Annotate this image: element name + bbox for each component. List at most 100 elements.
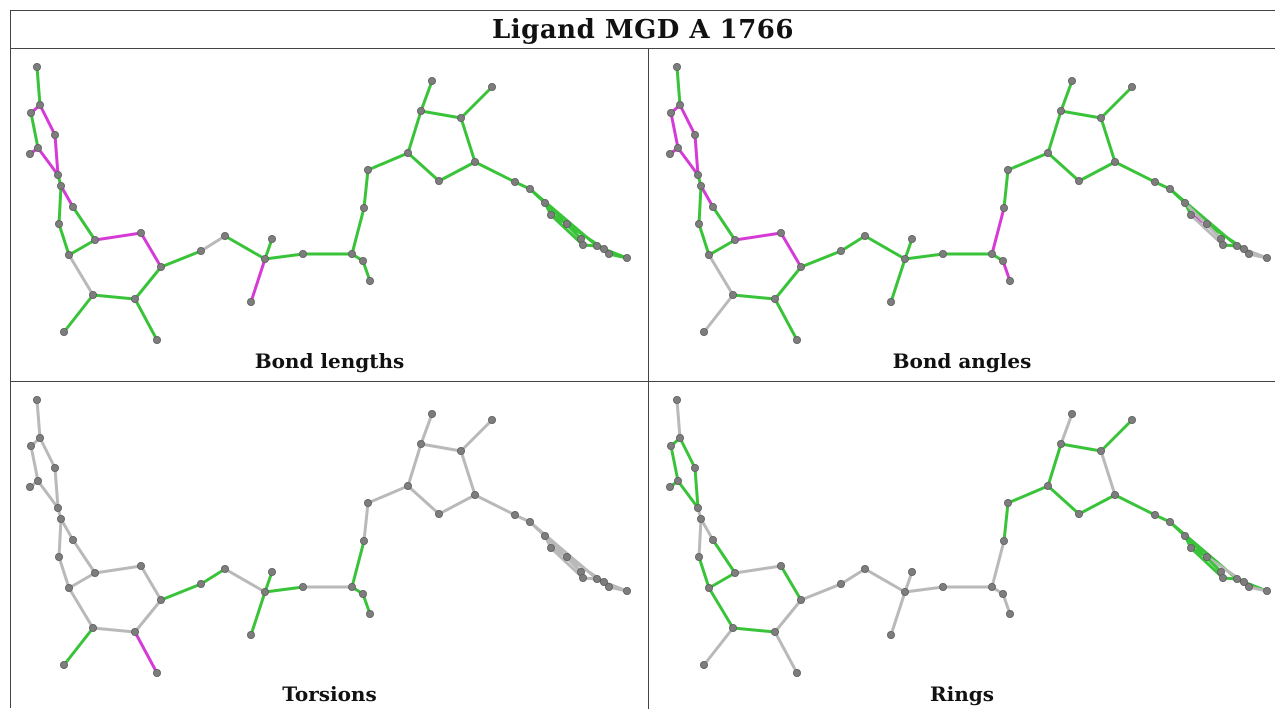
atom (675, 101, 684, 110)
bond-neutral (733, 564, 783, 575)
atom (1181, 198, 1190, 207)
panel-rings: Rings (649, 382, 1275, 709)
atom (434, 509, 443, 518)
atom (1166, 184, 1175, 193)
bond-normal (903, 252, 945, 261)
bond-normal (71, 205, 97, 242)
atom (427, 76, 436, 85)
bond-normal (35, 65, 42, 107)
atom (51, 131, 60, 140)
atom (666, 109, 675, 118)
atom (987, 249, 996, 258)
atom (579, 573, 588, 582)
atom (691, 464, 700, 473)
bond-normal (133, 265, 163, 301)
atom (1233, 241, 1242, 250)
atom (1219, 573, 1228, 582)
atom (260, 587, 269, 596)
atom (260, 254, 269, 263)
bond-normal (1059, 79, 1074, 113)
bond-normal (697, 184, 703, 226)
caption-torsions: Torsions (282, 682, 377, 706)
bond-neutral (1059, 412, 1074, 446)
atom (156, 262, 165, 271)
atom (907, 234, 916, 243)
atom (700, 660, 709, 669)
atom (771, 627, 780, 636)
atom (487, 83, 496, 92)
atom (547, 210, 556, 219)
bond-neutral (437, 493, 477, 516)
atom (938, 582, 947, 591)
bond-normal (57, 184, 63, 226)
atom (1096, 114, 1105, 123)
atom (1043, 482, 1052, 491)
atom (541, 198, 550, 207)
atom (563, 552, 572, 561)
bond-outlier (53, 133, 60, 177)
atom (220, 564, 229, 573)
bond-normal (1077, 160, 1117, 183)
panel-bond-angles: Bond angles (649, 49, 1275, 381)
bond-neutral (67, 571, 97, 590)
atom (137, 561, 146, 570)
bond-normal (1099, 418, 1134, 453)
atom (709, 202, 718, 211)
atom (1003, 166, 1012, 175)
atom (1056, 107, 1065, 116)
bond-normal (676, 479, 700, 510)
atom (416, 107, 425, 116)
atom (1005, 276, 1014, 285)
atom (600, 577, 609, 586)
bond-normal (731, 626, 777, 634)
bond-neutral (697, 517, 703, 559)
bond-normal (350, 206, 366, 256)
atom (26, 109, 35, 118)
atom (1219, 240, 1228, 249)
atom (1003, 499, 1012, 508)
bond-neutral (707, 253, 735, 297)
atom (563, 219, 572, 228)
atom (25, 483, 34, 492)
atom (792, 335, 801, 344)
atom (267, 234, 276, 243)
bond-normal (350, 539, 366, 589)
title-row: Ligand MGD A 1766 (11, 11, 1275, 49)
atom (152, 335, 161, 344)
bond-neutral (29, 444, 40, 483)
atom (347, 582, 356, 591)
atom (623, 253, 632, 262)
bond-normal (1046, 484, 1081, 516)
atom (434, 176, 443, 185)
atom (1067, 76, 1076, 85)
atom (470, 491, 479, 500)
atom (605, 249, 614, 258)
atom (246, 630, 255, 639)
atom (1074, 509, 1083, 518)
atom (152, 668, 161, 677)
atom (1263, 586, 1272, 595)
atom (298, 582, 307, 591)
atom (131, 627, 140, 636)
bond-normal (799, 249, 843, 269)
bond-normal (57, 222, 71, 257)
vertical-divider (648, 49, 649, 709)
bond-neutral (67, 586, 95, 630)
atom (836, 579, 845, 588)
atom (672, 395, 681, 404)
atom (731, 568, 740, 577)
atom (359, 203, 368, 212)
panel-bond-lengths: Bond lengths (11, 49, 648, 381)
bond-outlier (733, 231, 783, 242)
atom (1150, 177, 1159, 186)
bond-normal (839, 234, 867, 253)
atom (697, 514, 706, 523)
atom (1233, 574, 1242, 583)
bond-neutral (35, 398, 42, 440)
bond-neutral (406, 484, 441, 516)
atom (403, 149, 412, 158)
bond-outlier (93, 231, 143, 242)
atom (1056, 440, 1065, 449)
molecule-torsions (25, 395, 632, 677)
molecule-rings (665, 395, 1272, 677)
